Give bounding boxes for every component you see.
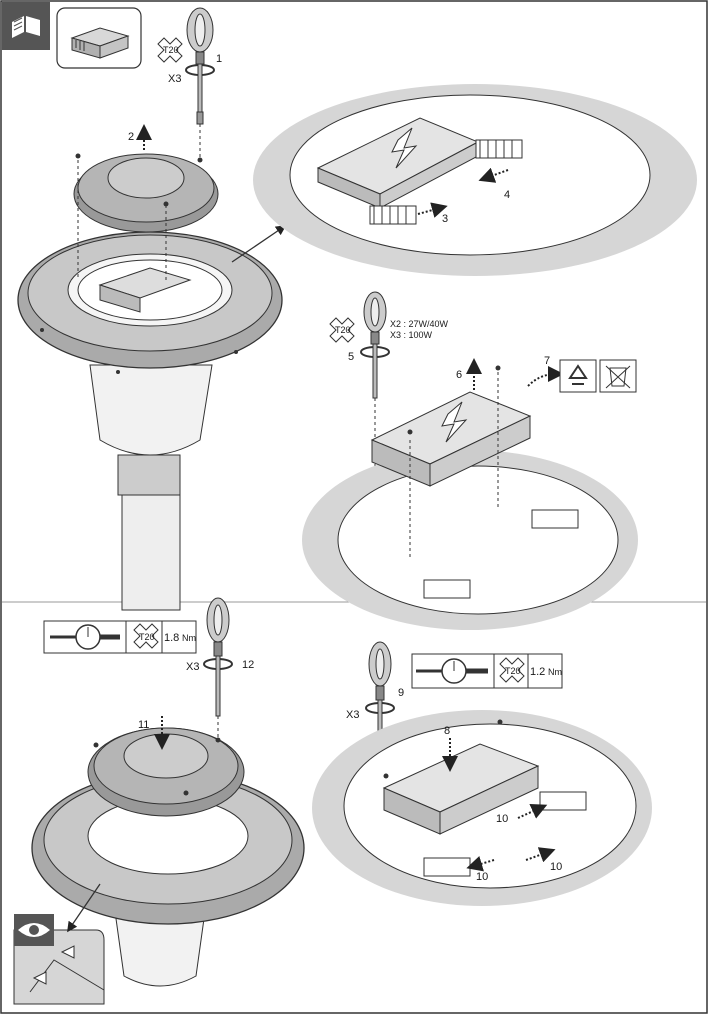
inspection-inset [13,883,105,1005]
torx-bit-left-icon: T20 [133,623,159,649]
torque-gauge-icon [50,624,120,650]
step-4: 4 [504,189,510,201]
step-10c: 10 [550,861,562,873]
step-11: 11 [138,719,149,731]
detail-view-gear-removal [302,365,638,630]
detail-view-gear-install [312,710,652,906]
luminaire-upper [17,231,283,611]
cover-plate-top [73,153,219,280]
screwdriver-mid [360,291,390,470]
bit-label-top: T20 [163,45,179,55]
step-10a: 10 [496,813,508,825]
step-5: 5 [348,351,354,363]
torx-bit-mid-icon: T20 [329,317,355,343]
step-9: 9 [398,687,404,699]
eye-inspection-icon [14,914,54,946]
step-2: 2 [128,131,134,143]
screwdriver-top [185,7,215,160]
connect-arrow-10b [466,856,495,872]
hand-holding-document-icon [2,2,50,50]
torque-unit-left: Nm [182,633,196,643]
step-8: 8 [444,725,450,737]
step-12: 12 [242,659,254,671]
quantity-mid-line1: X2 : 27W/40W [390,319,449,329]
quantity-bottom-right: X3 [346,709,359,721]
dispose-arrow-7 [527,366,564,387]
bit-label-right: T20 [505,666,521,676]
step-3: 3 [442,213,448,225]
torque-unit-right: Nm [548,667,562,677]
torque-spec-right: T20 1.2 Nm [411,653,563,689]
torque-value-right: 1.2 [530,666,545,678]
screwdriver-bottom-left [203,597,233,740]
torque-spec-left: T20 1.8 Nm [43,620,197,654]
connect-arrow-10a [517,804,548,819]
detail-view-terminals [253,84,697,276]
control-gear-icon [56,7,142,69]
quantity-mid-line2: X3 : 100W [390,330,433,340]
quantity-top: X3 [168,73,181,85]
zoom-callout-arrow [231,225,287,263]
step-7: 7 [544,355,550,367]
bit-label-left: T20 [139,632,155,642]
torque-value-left: 1.8 [164,632,179,644]
bit-label-mid: T20 [335,325,351,335]
torx-bit-top-icon: T20 [157,37,183,63]
recycle-icon [559,359,597,393]
crossed-out-bin-icon [599,359,637,393]
step-1: 1 [216,53,222,65]
quantity-bottom-left: X3 [186,661,199,673]
luminaire-lower [31,727,305,987]
torx-bit-right-icon: T20 [499,657,525,683]
step-6: 6 [456,369,462,381]
step-10b: 10 [476,871,488,883]
